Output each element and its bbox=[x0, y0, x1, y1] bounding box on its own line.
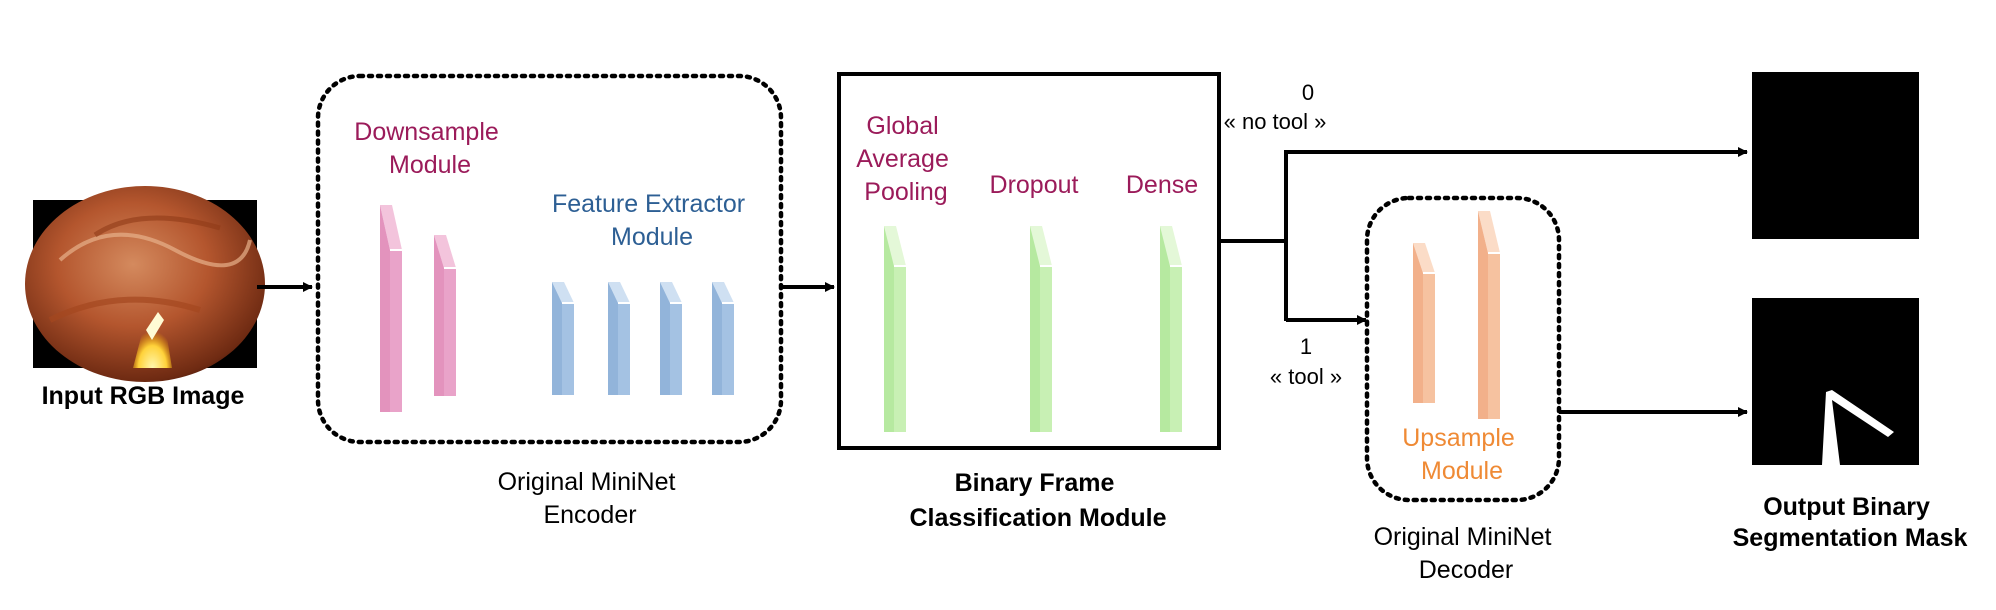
encoder-box bbox=[315, 73, 784, 445]
downsample-layer bbox=[434, 235, 456, 396]
no-tool-label: « no tool » bbox=[1224, 109, 1327, 134]
mask-empty-output bbox=[1752, 72, 1919, 239]
branch-connector bbox=[1219, 150, 1288, 321]
gap-layer bbox=[884, 226, 906, 432]
dropout-layer bbox=[1030, 226, 1052, 432]
decoder-box bbox=[1364, 195, 1562, 503]
input-caption: Input RGB Image bbox=[42, 382, 245, 410]
feature-extractor-layer bbox=[712, 282, 734, 395]
encoder-caption: Original MiniNet Encoder bbox=[498, 468, 683, 529]
no-tool-value: 0 bbox=[1302, 80, 1314, 105]
gap-label: Global Average Pooling bbox=[856, 112, 956, 206]
feature-extractor-layer bbox=[660, 282, 682, 395]
tool-value: 1 bbox=[1300, 334, 1312, 359]
input-image bbox=[25, 186, 265, 382]
classifier-box bbox=[837, 72, 1221, 450]
upsample-module-title: Upsample Module bbox=[1402, 424, 1522, 485]
dense-layer bbox=[1160, 226, 1182, 432]
upsample-layer bbox=[1478, 211, 1500, 419]
tool-label: « tool » bbox=[1270, 364, 1342, 389]
decoder-caption: Original MiniNet Decoder bbox=[1374, 523, 1559, 584]
dropout-label: Dropout bbox=[990, 171, 1079, 199]
feature-extractor-module-title: Feature Extractor Module bbox=[552, 190, 752, 251]
downsample-layer bbox=[380, 205, 402, 412]
mask-tool-output bbox=[1752, 298, 1919, 465]
upsample-layer bbox=[1413, 243, 1435, 403]
classifier-caption: Binary Frame Classification Module bbox=[910, 469, 1167, 532]
output-caption: Output Binary Segmentation Mask bbox=[1733, 493, 1968, 552]
dense-label: Dense bbox=[1126, 171, 1198, 199]
downsample-module-title: Downsample Module bbox=[354, 118, 505, 179]
feature-extractor-layer bbox=[608, 282, 630, 395]
feature-extractor-layer bbox=[552, 282, 574, 395]
